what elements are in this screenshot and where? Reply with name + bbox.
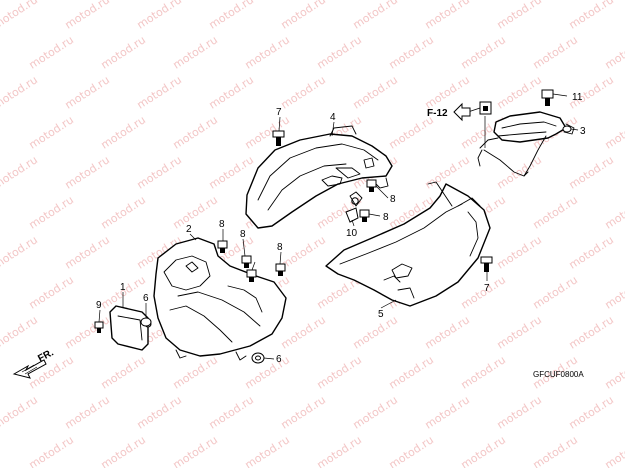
screw-icon [480, 256, 493, 272]
callout-11: 11 [572, 92, 583, 103]
callout-7: 7 [276, 107, 282, 118]
small-lid-part [109, 305, 152, 351]
callout-10: 10 [346, 228, 358, 239]
left-body-cover-part [153, 237, 287, 361]
bolt-icon [217, 240, 228, 253]
screw-icon [272, 130, 285, 146]
callout-6: 6 [276, 354, 282, 365]
diagram-code: GFCUF0800A [533, 370, 584, 379]
fasteners [94, 89, 554, 364]
callout-8: 8 [277, 242, 283, 253]
bolt-icon [359, 209, 370, 222]
front-direction-marker: FR. [12, 347, 56, 379]
left-arrow-icon [453, 102, 471, 122]
bolt-icon [246, 269, 257, 282]
clip-icon [479, 101, 492, 115]
washer-icon [251, 352, 265, 364]
rear-grab-rail-part [477, 111, 575, 177]
front-label: FR. [36, 347, 56, 364]
callout-2: 2 [186, 224, 192, 235]
bolt-icon [241, 255, 252, 268]
callout-5: 5 [378, 309, 384, 320]
front-arrow-icon [12, 359, 47, 379]
callout-1: 1 [120, 282, 126, 293]
callout-9: 9 [96, 300, 102, 311]
callout-3: 3 [580, 126, 586, 137]
right-body-cover-part [325, 181, 491, 307]
bolt-icon [541, 89, 554, 106]
callout-8: 8 [219, 219, 225, 230]
rear-inner-cover-part [245, 125, 393, 229]
screw-icon [94, 321, 104, 333]
leader-lines [98, 93, 579, 360]
bolt-icon [275, 263, 286, 276]
callout-6: 6 [143, 293, 149, 304]
washer-icon [140, 317, 152, 327]
callout-4: 4 [330, 112, 336, 123]
callout-8: 8 [383, 212, 389, 223]
clip-icon [345, 207, 359, 223]
frame-reference: F-12 [427, 102, 471, 122]
frame-ref-label: F-12 [427, 108, 448, 119]
callout-labels: 7 4 11 3 8 8 10 7 5 2 8 8 8 9 1 6 6 [96, 92, 586, 365]
callout-7: 7 [484, 283, 490, 294]
bolt-icon [366, 179, 377, 192]
callout-8: 8 [390, 194, 396, 205]
callout-8: 8 [240, 229, 246, 240]
